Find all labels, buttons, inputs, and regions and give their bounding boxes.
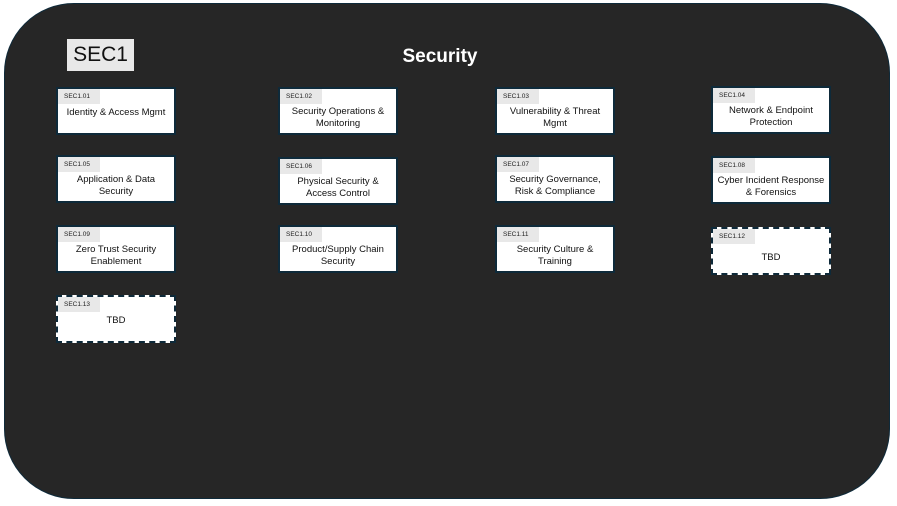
capability-label: Vulnerability & Threat Mgmt [509, 105, 601, 129]
capability-code: SEC1.03 [497, 89, 539, 104]
capability-code: SEC1.11 [497, 227, 539, 242]
capability-label: TBD [106, 315, 126, 326]
capability-label: Security Culture & Training [516, 243, 594, 267]
capability-code: SEC1.08 [713, 158, 755, 173]
capability-code: SEC1.10 [280, 227, 322, 242]
capability-label: Security Governance, Risk & Compliance [509, 173, 601, 197]
capability-label: Zero Trust Security Enablement [75, 243, 157, 267]
capability-code: SEC1.07 [497, 157, 539, 172]
capability-label: Cyber Incident Response & Forensics [717, 174, 825, 198]
capability-code: SEC1.06 [280, 159, 322, 174]
domain-code-badge: SEC1 [67, 39, 134, 71]
capability-code: SEC1.12 [713, 229, 755, 244]
capability-label: Network & Endpoint Protection [729, 104, 813, 128]
capability-code: SEC1.01 [58, 89, 100, 104]
capability-code: SEC1.02 [280, 89, 322, 104]
capability-label: Identity & Access Mgmt [66, 107, 166, 118]
capability-label: Product/Supply Chain Security [292, 243, 384, 267]
capability-code: SEC1.13 [58, 297, 100, 312]
capability-label: TBD [761, 251, 781, 263]
capability-label: Security Operations & Monitoring [291, 105, 385, 129]
capability-label: Application & Data Security [76, 173, 156, 197]
capability-code: SEC1.09 [58, 227, 100, 242]
domain-title: Security [402, 46, 478, 67]
capability-code: SEC1.04 [713, 88, 755, 103]
capability-label: Physical Security & Access Control [297, 175, 379, 199]
capability-code: SEC1.05 [58, 157, 100, 172]
